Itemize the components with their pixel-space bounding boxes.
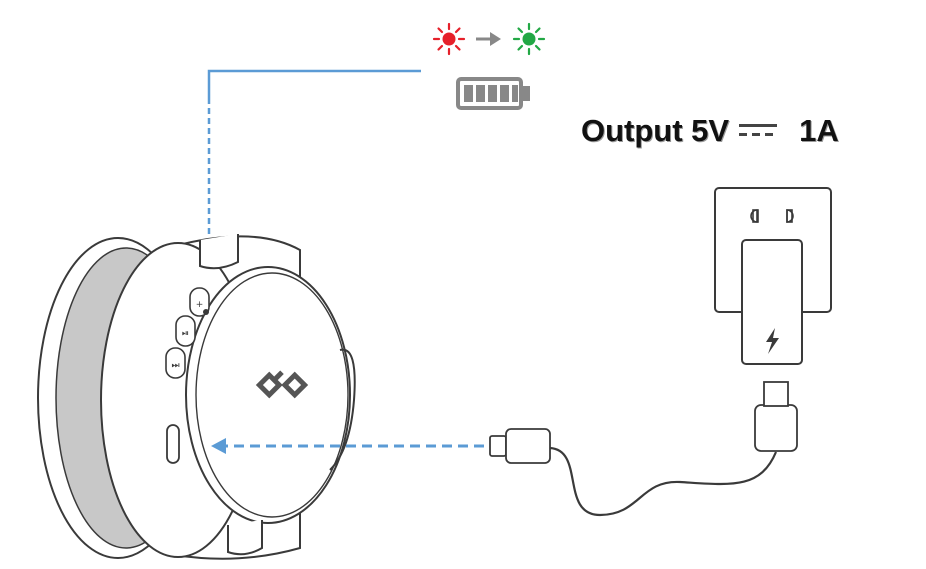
volume-up-button[interactable]: +	[189, 287, 210, 317]
usb-a-plug	[754, 381, 798, 452]
next-track-button[interactable]: ⏭	[165, 347, 186, 379]
svg-text:⏭: ⏭	[171, 361, 179, 371]
svg-text:⏯: ⏯	[182, 329, 189, 339]
play-pause-button[interactable]: ⏯	[175, 315, 196, 347]
output-current-label: 1A	[799, 113, 839, 148]
battery-full-icon	[456, 77, 530, 110]
led-light	[203, 309, 209, 315]
lightning-icon	[766, 328, 779, 354]
arrow-right-icon	[476, 32, 501, 46]
led-guide-line	[207, 69, 421, 312]
charge-direction-arrow	[211, 438, 484, 454]
red-led-icon	[432, 22, 466, 56]
headphone-ear-cup	[37, 234, 356, 560]
dc-symbol-icon	[729, 121, 799, 141]
charging-cable	[549, 446, 778, 517]
brand-logo-icon	[255, 370, 309, 399]
green-led-icon	[512, 22, 546, 56]
usb-c-plug	[489, 428, 551, 464]
usb-c-port	[166, 424, 180, 464]
output-voltage-label: Output 5V	[581, 113, 730, 148]
charger-adapter	[741, 239, 803, 365]
output-spec: Output 5V 1A	[581, 113, 839, 149]
svg-text:+: +	[196, 300, 204, 310]
